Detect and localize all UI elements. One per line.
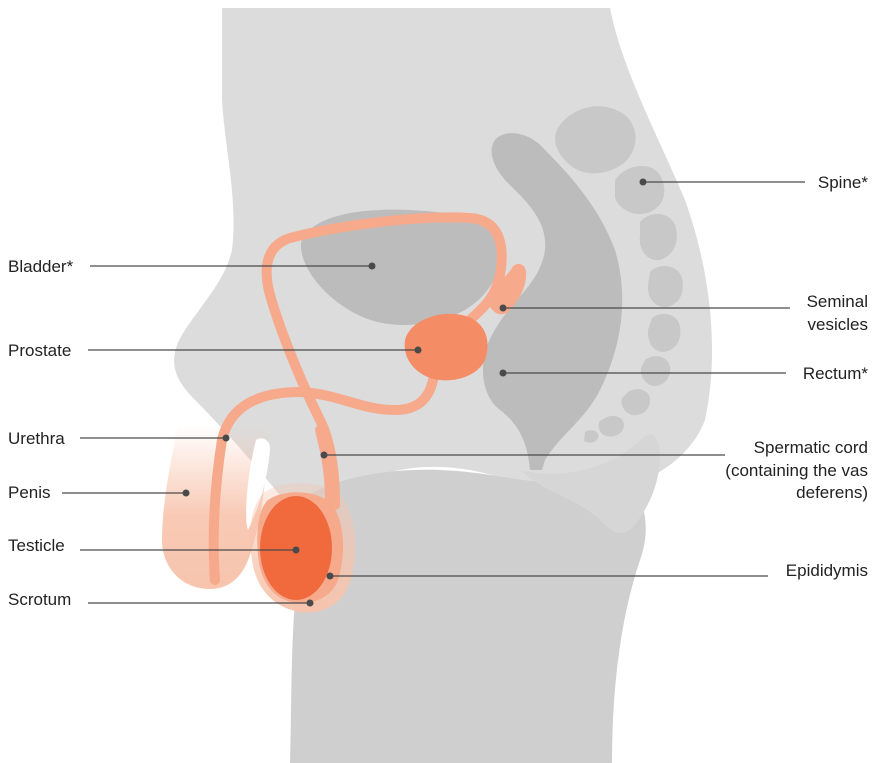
body-silhouette — [174, 8, 712, 763]
label-bladder: Bladder* — [8, 257, 74, 276]
label-cord-line3: deferens) — [796, 483, 868, 502]
label-penis: Penis — [8, 483, 51, 502]
label-cord-line2: (containing the vas — [725, 461, 868, 480]
label-epididymis: Epididymis — [786, 561, 868, 580]
label-urethra: Urethra — [8, 429, 65, 448]
penis-dot — [183, 490, 190, 497]
epididymis-dot — [327, 573, 334, 580]
label-rectum: Rectum* — [803, 364, 869, 383]
label-seminal-line1: Seminal — [807, 292, 868, 311]
seminal-dot — [500, 305, 507, 312]
label-cord-line1: Spermatic cord — [754, 438, 868, 457]
vertebra — [615, 166, 664, 214]
urethra-dot — [223, 435, 230, 442]
label-scrotum: Scrotum — [8, 590, 71, 609]
testicle-dot — [293, 547, 300, 554]
scrotum-dot — [307, 600, 314, 607]
bladder-dot — [369, 263, 376, 270]
label-seminal-line2: vesicles — [808, 315, 868, 334]
label-testicle: Testicle — [8, 536, 65, 555]
label-spine: Spine* — [818, 173, 868, 192]
label-prostate: Prostate — [8, 341, 71, 360]
prostate-dot — [415, 347, 422, 354]
spine-dot — [640, 179, 647, 186]
vertebra — [648, 266, 683, 307]
cord-dot — [321, 452, 328, 459]
rectum-dot — [500, 370, 507, 377]
